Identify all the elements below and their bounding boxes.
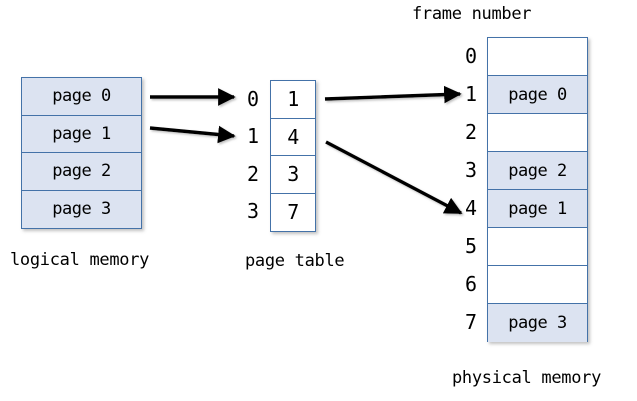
physical-memory-row (488, 228, 587, 266)
physical-memory-row (488, 114, 587, 152)
physical-memory-caption: physical memory (452, 368, 602, 388)
logical-memory-caption: logical memory (10, 250, 150, 270)
logical-memory-row: page 2 (22, 153, 141, 191)
physical-memory-row: page 0 (488, 76, 587, 114)
logical-memory-row: page 3 (22, 190, 141, 228)
page-table-row: 1 (271, 81, 315, 119)
page-table-index-label: 0 (246, 86, 259, 111)
page-table-index-label: 1 (246, 124, 259, 149)
physical-memory-row: page 1 (488, 190, 587, 228)
page-table-index-column: 0 1 2 3 (233, 80, 263, 232)
frame-number-caption: frame number (412, 4, 532, 24)
frame-index-label: 0 (464, 44, 477, 68)
frame-index-label: 2 (464, 120, 477, 144)
page-table-caption: page table (245, 251, 345, 271)
frame-index-label: 7 (464, 310, 477, 334)
page-table-row: 7 (271, 193, 315, 231)
physical-memory-row: page 2 (488, 152, 587, 190)
logical-memory-row: page 0 (22, 78, 141, 116)
page-table-index-label: 2 (246, 161, 259, 186)
logical-memory-table: page 0 page 1 page 2 page 3 (21, 77, 142, 229)
page-table-row: 4 (271, 118, 315, 156)
frame-index-label: 6 (464, 272, 477, 296)
frame-index-label: 4 (464, 196, 477, 220)
physical-memory-row: page 3 (488, 304, 587, 342)
page-table: 1 4 3 7 (270, 80, 316, 232)
physical-memory-row (488, 38, 587, 76)
arrow-page1-to-index1 (149, 125, 236, 144)
frame-index-label: 3 (464, 158, 477, 182)
page-table-row: 3 (271, 156, 315, 194)
frame-index-label: 5 (464, 234, 477, 258)
logical-memory-row: page 1 (22, 115, 141, 153)
physical-memory-row (488, 266, 587, 304)
page-table-index-label: 3 (246, 199, 259, 224)
physical-memory-table: page 0 page 2 page 1 page 3 (487, 37, 588, 342)
arrow-entry1-to-frame4 (325, 140, 463, 215)
arrow-entry0-to-frame1 (324, 85, 462, 104)
frame-index-column: 0 1 2 3 4 5 6 7 (455, 37, 481, 342)
frame-index-label: 1 (464, 82, 477, 106)
